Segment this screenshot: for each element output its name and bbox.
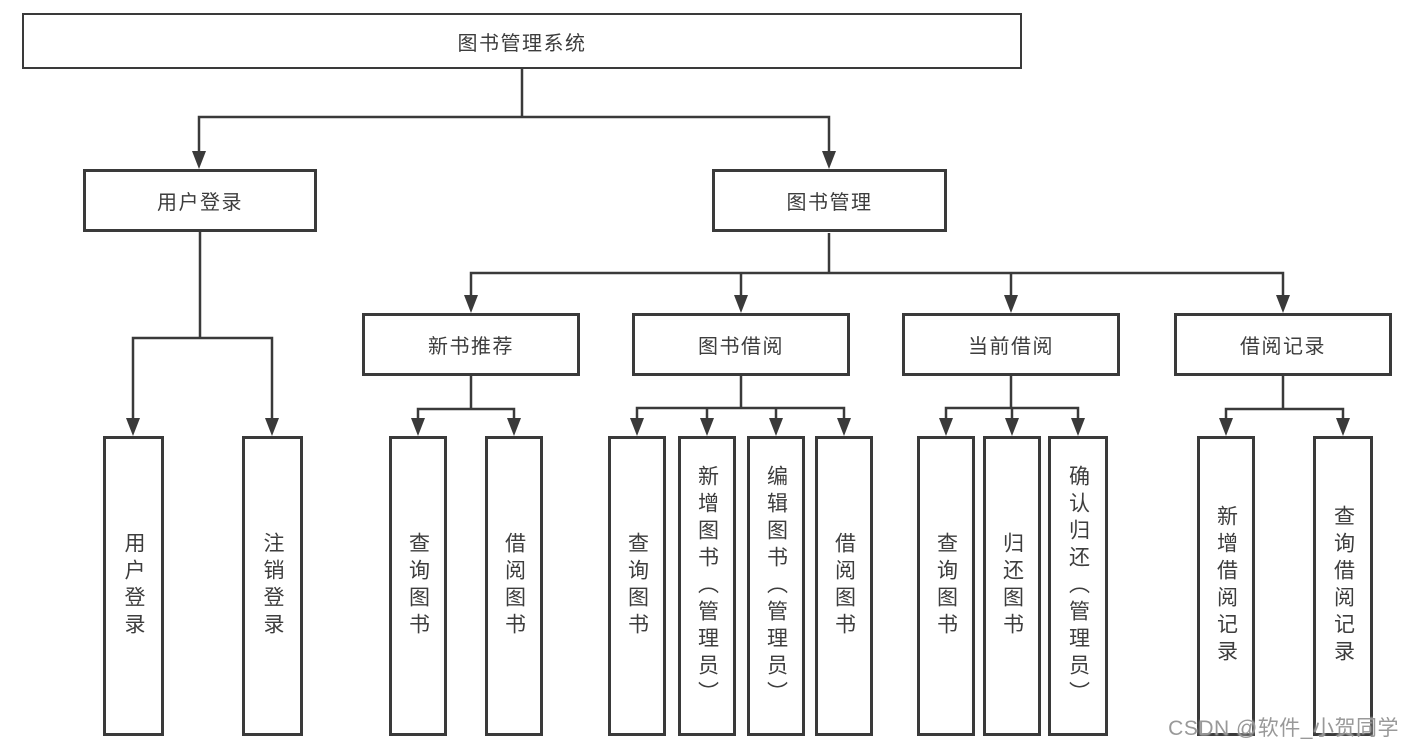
node-user-login: 用户登录: [83, 169, 317, 232]
leaf-cb-query-books: 查询图书: [917, 436, 975, 736]
leaf-bb-borrow-books: 借阅图书: [815, 436, 873, 736]
leaf-user-login-label: 用户登录: [122, 532, 145, 640]
node-current-borrow-label: 当前借阅: [968, 336, 1054, 358]
leaf-br-add-record: 新增借阅记录: [1197, 436, 1255, 736]
node-book-management-label: 图书管理: [786, 192, 873, 214]
node-current-borrow: 当前借阅: [902, 313, 1120, 376]
leaf-nb-query-books: 查询图书: [389, 436, 447, 736]
node-borrow-records: 借阅记录: [1174, 313, 1392, 376]
node-book-borrow-label: 图书借阅: [698, 336, 784, 358]
node-book-borrow: 图书借阅: [632, 313, 850, 376]
node-new-book-recommend-label: 新书推荐: [428, 336, 514, 358]
leaf-bb-edit-books-admin-label: 编辑图书（管理员）: [764, 464, 788, 708]
leaf-cb-return-books: 归还图书: [983, 436, 1041, 736]
leaf-bb-add-books-admin-label: 新增图书（管理员）: [695, 464, 719, 708]
leaf-br-add-record-label: 新增借阅记录: [1214, 505, 1238, 667]
node-book-management: 图书管理: [712, 169, 947, 232]
node-new-book-recommend: 新书推荐: [362, 313, 580, 376]
leaf-br-query-record: 查询借阅记录: [1313, 436, 1373, 736]
node-borrow-records-label: 借阅记录: [1240, 336, 1326, 358]
leaf-cb-return-books-label: 归还图书: [1000, 532, 1024, 640]
node-root: 图书管理系统: [22, 13, 1022, 69]
leaf-bb-add-books-admin: 新增图书（管理员）: [678, 436, 736, 736]
leaf-user-login: 用户登录: [103, 436, 164, 736]
leaf-bb-query-books-label: 查询图书: [625, 532, 649, 640]
leaf-bb-query-books: 查询图书: [608, 436, 666, 736]
node-user-login-label: 用户登录: [157, 192, 243, 214]
leaf-cb-confirm-return-admin-label: 确认归还（管理员）: [1066, 464, 1090, 708]
leaf-bb-borrow-books-label: 借阅图书: [832, 532, 856, 640]
leaf-nb-borrow-books: 借阅图书: [485, 436, 543, 736]
csdn-watermark: CSDN @软件_小贺同学: [1168, 717, 1399, 740]
leaf-br-query-record-label: 查询借阅记录: [1331, 505, 1355, 667]
leaf-nb-query-books-label: 查询图书: [406, 532, 430, 640]
tree-edges: [131, 69, 1345, 420]
leaf-nb-borrow-books-label: 借阅图书: [502, 532, 526, 640]
leaf-logout-label: 注销登录: [261, 532, 284, 640]
node-root-label: 图书管理系统: [457, 32, 587, 55]
leaf-bb-edit-books-admin: 编辑图书（管理员）: [747, 436, 805, 736]
leaf-cb-query-books-label: 查询图书: [934, 532, 958, 640]
leaf-logout: 注销登录: [242, 436, 303, 736]
leaf-cb-confirm-return-admin: 确认归还（管理员）: [1048, 436, 1108, 736]
